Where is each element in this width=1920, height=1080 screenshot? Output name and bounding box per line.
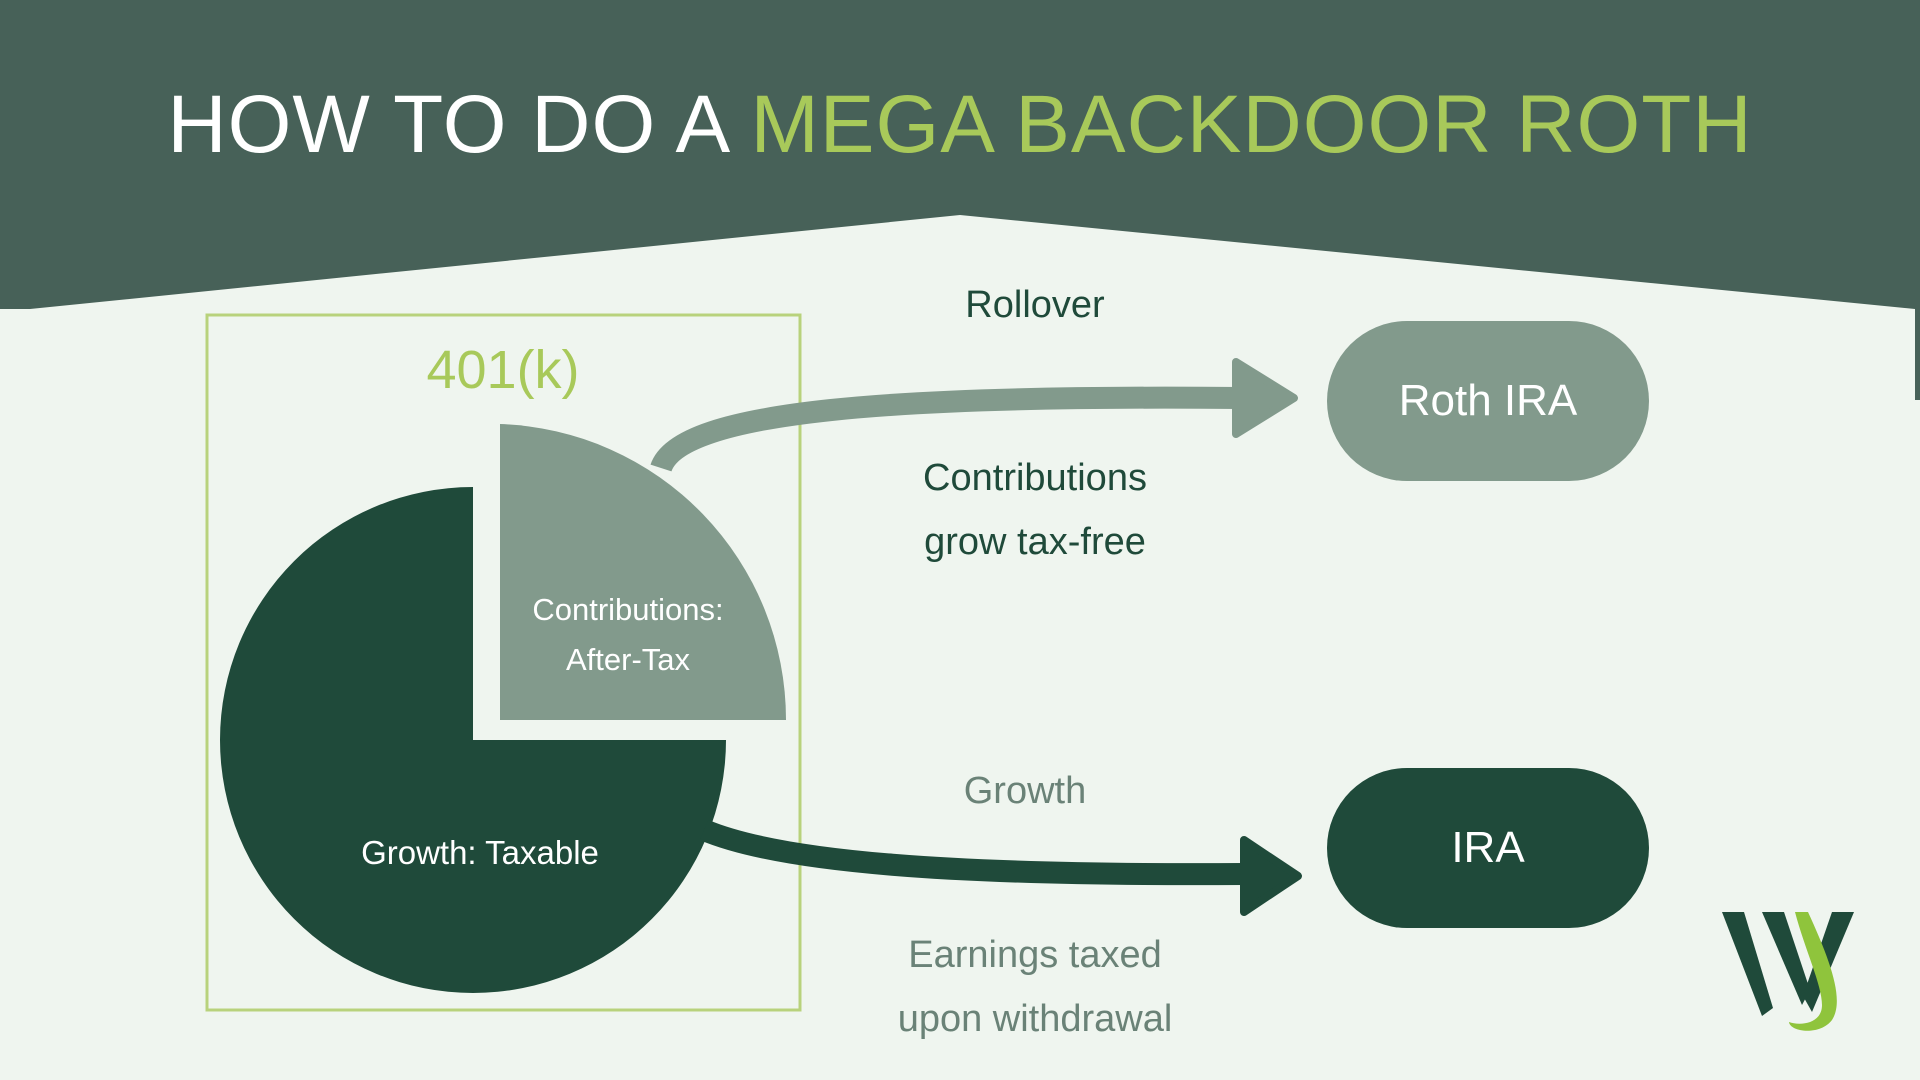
rollover-description: Contributions grow tax-free bbox=[885, 446, 1185, 574]
account-label: 401(k) bbox=[426, 340, 580, 400]
401k-box bbox=[205, 313, 802, 1012]
pie-slice-growth bbox=[220, 487, 726, 993]
pie-label-line: After-Tax bbox=[565, 642, 691, 677]
pie-slice-contributions bbox=[500, 424, 786, 720]
description-line: Earnings taxed bbox=[908, 934, 1162, 976]
growth-description: Earnings taxed upon withdrawal bbox=[885, 923, 1185, 1051]
ira-node: IRA bbox=[1327, 768, 1649, 928]
description-line: Contributions bbox=[923, 457, 1147, 499]
company-logo bbox=[1722, 912, 1854, 1031]
title-highlight: MEGA BACKDOOR ROTH bbox=[750, 79, 1753, 170]
rollover-label: Rollover bbox=[965, 284, 1105, 326]
pie-label-contributions: Contributions: After-Tax bbox=[508, 585, 748, 685]
pie-label-line: Contributions: bbox=[532, 592, 724, 627]
growth-arrow bbox=[699, 819, 1246, 886]
description-line: grow tax-free bbox=[924, 521, 1146, 563]
roth-ira-node: Roth IRA bbox=[1327, 321, 1649, 481]
pie-label-growth: Growth: Taxable bbox=[361, 834, 599, 871]
growth-label: Growth bbox=[963, 770, 1087, 812]
title-prefix: HOW TO DO A bbox=[167, 79, 751, 170]
rollover-arrow bbox=[650, 386, 1241, 473]
growth-arrowhead bbox=[1240, 836, 1302, 916]
header-band bbox=[0, 0, 1920, 400]
page-title: HOW TO DO A MEGA BACKDOOR ROTH bbox=[0, 78, 1920, 172]
rollover-arrowhead bbox=[1232, 358, 1298, 438]
description-line: upon withdrawal bbox=[897, 998, 1173, 1040]
